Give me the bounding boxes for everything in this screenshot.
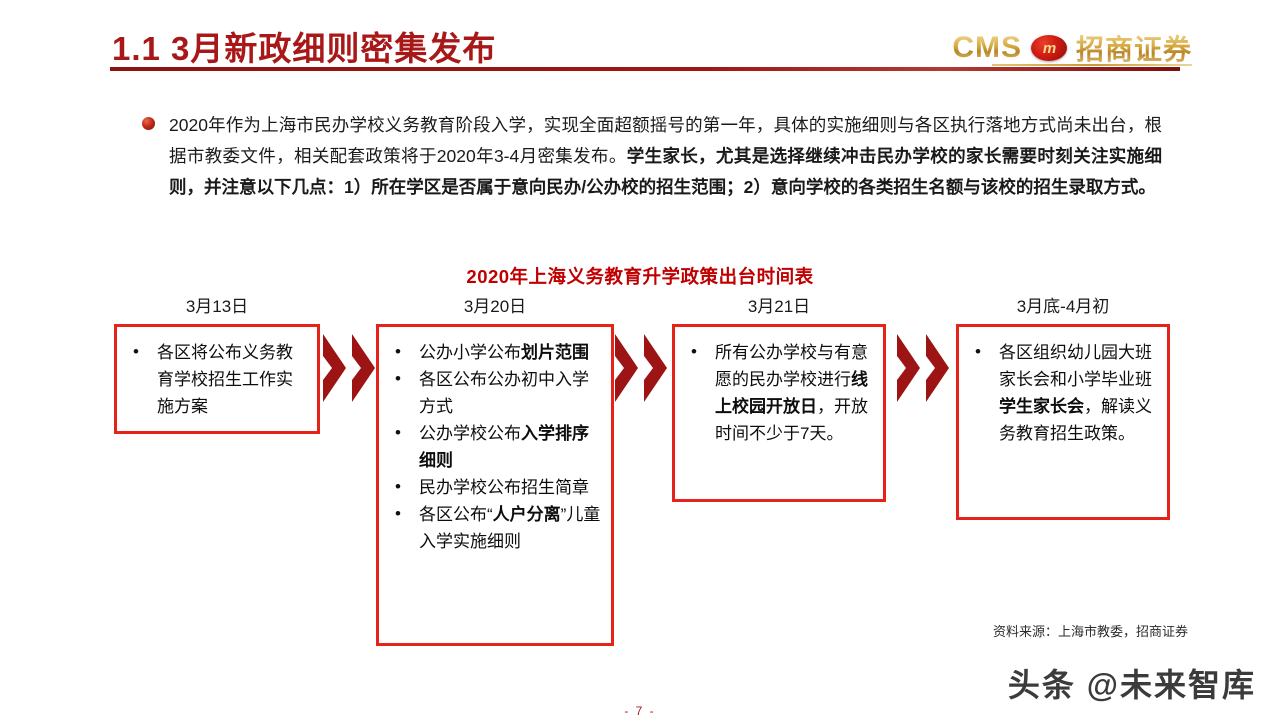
timeline-column-3: 3月21日 所有公办学校与有意愿的民办学校进行线上校园开放日，开放时间不少于7天… bbox=[672, 296, 886, 502]
timeline-bullet-item: 各区公布“人户分离”儿童入学实施细则 bbox=[389, 500, 601, 555]
timeline-bullet-item: 民办学校公布招生简章 bbox=[389, 473, 601, 501]
bullet-text-bold: 线上校园开放日 bbox=[715, 370, 868, 416]
timeline-box-4: 各区组织幼儿园大班家长会和小学毕业班学生家长会，解读义务教育招生政策。 bbox=[956, 324, 1170, 520]
bullet-text-normal: 各区组织幼儿园大班家长会和小学毕业班 bbox=[999, 343, 1152, 389]
timeline-date-1: 3月13日 bbox=[185, 297, 249, 316]
bullet-text-normal: 所有公办学校与有意愿的民办学校进行 bbox=[715, 343, 868, 389]
arrow-connector-2 bbox=[614, 332, 669, 404]
bullet-text-normal-tail: ，解读义务教育招生政策。 bbox=[999, 397, 1152, 443]
logo-emblem-glyph: m bbox=[1042, 39, 1056, 57]
timeline-bullet-item: 公办小学公布划片范围 bbox=[389, 338, 601, 366]
logo-chinese-text: 招商证券 bbox=[1076, 28, 1192, 68]
intro-text-normal: 2020年作为上海市民办学校义务教育阶段入学，实现全面超额摇号的第一年，具体的实… bbox=[169, 115, 1162, 166]
intro-text-bold: 学生家长，尤其是选择继续冲击民办学校的家长需要时刻关注实施细则，并注意以下几点：… bbox=[169, 146, 1163, 197]
bullet-text-bold: 划片范围 bbox=[521, 343, 589, 362]
timeline-bullet-item: 公办学校公布入学排序细则 bbox=[389, 419, 601, 474]
timeline-items-2: 公办小学公布划片范围各区公布公办初中入学方式公办学校公布入学排序细则民办学校公布… bbox=[389, 338, 601, 555]
timeline-date-3: 3月21日 bbox=[747, 297, 811, 316]
logo-underline bbox=[992, 64, 1192, 66]
bullet-text-bold: 入学排序细则 bbox=[419, 424, 589, 470]
page-title: 1.1 3月新政细则密集发布 bbox=[112, 30, 497, 67]
bullet-text-bold: 学生家长会 bbox=[999, 397, 1084, 416]
timeline: 3月13日 各区将公布义务教育学校招生工作实施方案 3月20日 公办小学公布划片… bbox=[0, 296, 1280, 656]
bullet-text-normal: 各区公布公办初中入学方式 bbox=[419, 370, 589, 416]
bullet-text-normal-tail: ，开放时间不少于7天。 bbox=[715, 397, 868, 443]
intro-paragraph: 2020年作为上海市民办学校义务教育阶段入学，实现全面超额摇号的第一年，具体的实… bbox=[169, 110, 1162, 203]
timeline-date-2: 3月20日 bbox=[463, 297, 527, 316]
bullet-text-bold: 人户分离 bbox=[492, 505, 561, 524]
bullet-sphere-icon bbox=[142, 117, 155, 130]
intro-paragraph-block: 2020年作为上海市民办学校义务教育阶段入学，实现全面超额摇号的第一年，具体的实… bbox=[142, 110, 1162, 203]
bullet-text-normal-tail: ”儿童入学实施细则 bbox=[419, 505, 601, 551]
arrow-connector-1 bbox=[322, 332, 377, 404]
timeline-box-1: 各区将公布义务教育学校招生工作实施方案 bbox=[114, 324, 320, 434]
watermark: 头条 @未来智库 bbox=[1007, 667, 1256, 703]
page-number: - 7 - bbox=[624, 704, 656, 718]
timeline-bullet-item: 各区组织幼儿园大班家长会和小学毕业班学生家长会，解读义务教育招生政策。 bbox=[969, 338, 1157, 447]
arrow-connector-3 bbox=[896, 332, 951, 404]
bullet-text-normal: 各区公布“ bbox=[419, 505, 493, 524]
bullet-text-normal: 各区将公布义务教育学校招生工作实施方案 bbox=[157, 343, 293, 416]
timeline-column-2: 3月20日 公办小学公布划片范围各区公布公办初中入学方式公办学校公布入学排序细则… bbox=[376, 296, 614, 646]
timeline-column-1: 3月13日 各区将公布义务教育学校招生工作实施方案 bbox=[114, 296, 320, 434]
bullet-text-normal: 公办学校公布 bbox=[419, 424, 521, 443]
timeline-items-1: 各区将公布义务教育学校招生工作实施方案 bbox=[127, 338, 307, 420]
timeline-items-3: 所有公办学校与有意愿的民办学校进行线上校园开放日，开放时间不少于7天。 bbox=[685, 338, 873, 447]
timeline-column-4: 3月底-4月初 各区组织幼儿园大班家长会和小学毕业班学生家长会，解读义务教育招生… bbox=[956, 296, 1170, 520]
header-divider bbox=[110, 67, 1180, 71]
timeline-bullet-item: 各区将公布义务教育学校招生工作实施方案 bbox=[127, 338, 307, 420]
timeline-box-2: 公办小学公布划片范围各区公布公办初中入学方式公办学校公布入学排序细则民办学校公布… bbox=[376, 324, 614, 646]
source-note: 资料来源：上海市教委，招商证券 bbox=[992, 624, 1188, 639]
timeline-items-4: 各区组织幼儿园大班家长会和小学毕业班学生家长会，解读义务教育招生政策。 bbox=[969, 338, 1157, 447]
timeline-bullet-item: 各区公布公办初中入学方式 bbox=[389, 365, 601, 420]
timeline-bullet-item: 所有公办学校与有意愿的民办学校进行线上校园开放日，开放时间不少于7天。 bbox=[685, 338, 873, 447]
bullet-text-normal: 民办学校公布招生简章 bbox=[419, 478, 589, 497]
logo-emblem-icon: m bbox=[1030, 35, 1067, 61]
bullet-text-normal: 公办小学公布 bbox=[419, 343, 521, 362]
company-logo: CMS m 招商证券 bbox=[952, 28, 1192, 68]
timeline-box-3: 所有公办学校与有意愿的民办学校进行线上校园开放日，开放时间不少于7天。 bbox=[672, 324, 886, 502]
logo-latin-text: CMS bbox=[952, 31, 1022, 64]
timeline-title: 2020年上海义务教育升学政策出台时间表 bbox=[466, 266, 814, 287]
timeline-date-4: 3月底-4月初 bbox=[1016, 297, 1110, 316]
